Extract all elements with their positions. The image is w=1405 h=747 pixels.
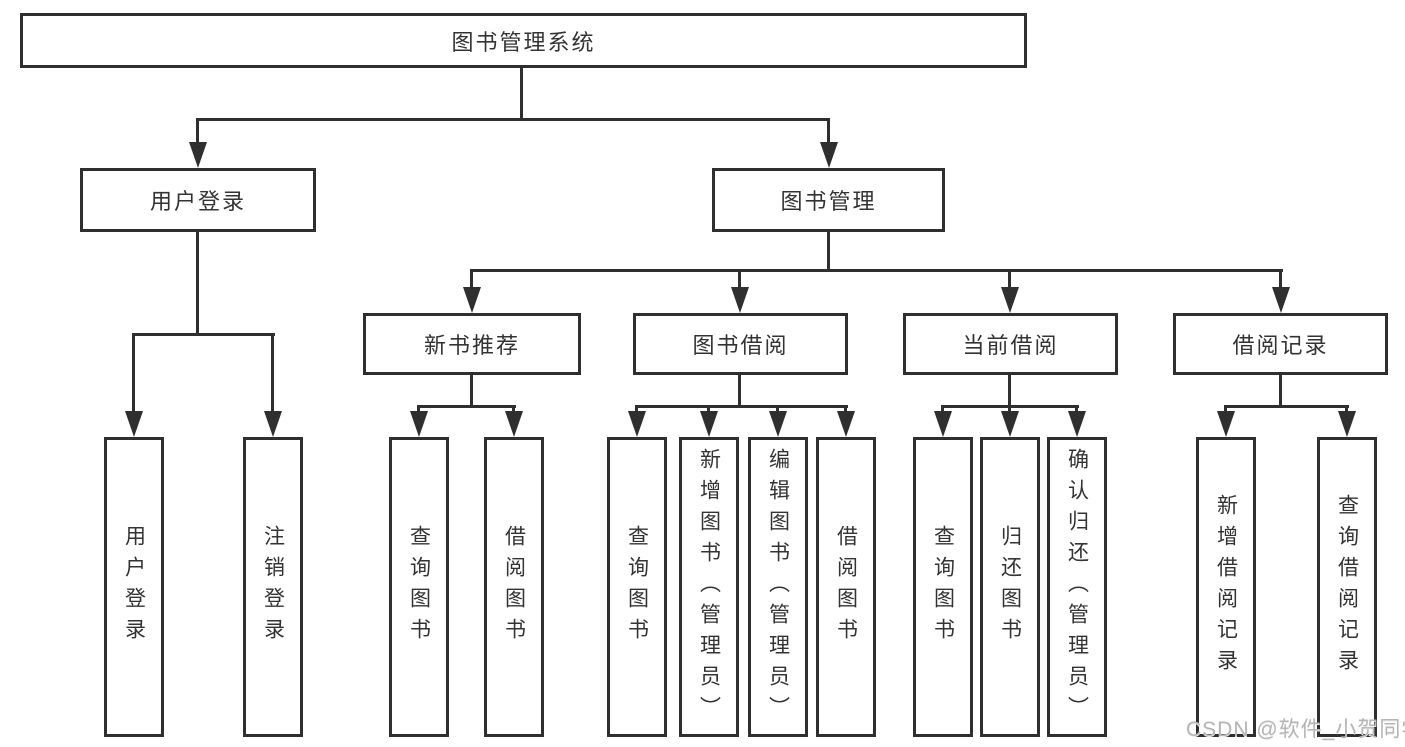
leaf-label: 注销登录 xyxy=(261,525,285,649)
arrowhead-icon xyxy=(410,411,428,437)
connector-line xyxy=(844,405,847,415)
arrowhead-icon xyxy=(934,411,952,437)
connector-line xyxy=(417,405,516,408)
leaf-label: 查询图书 xyxy=(931,525,955,649)
connector-line xyxy=(196,118,199,144)
watermark-text: CSDN @软件_小贺同学 xyxy=(1186,718,1405,741)
arrowhead-icon xyxy=(264,411,282,437)
connector-line xyxy=(635,405,638,415)
leaf-label: 借阅图书 xyxy=(502,525,526,649)
leaf-query-book: 查询图书 xyxy=(913,437,973,737)
leaf-add-book-admin: 新增图书（管理员） xyxy=(679,437,739,737)
leaf-query-book: 查询图书 xyxy=(607,437,667,737)
node-label: 当前借阅 xyxy=(962,333,1059,358)
leaf-user-login: 用户登录 xyxy=(104,437,164,737)
node-root-system: 图书管理系统 xyxy=(20,13,1027,68)
connector-line xyxy=(417,405,420,415)
arrowhead-icon xyxy=(1068,411,1086,437)
connector-line xyxy=(1224,405,1227,415)
connector-line xyxy=(941,405,944,415)
leaf-borrow-book: 借阅图书 xyxy=(816,437,876,737)
connector-line xyxy=(1224,405,1349,408)
leaf-label: 查询图书 xyxy=(407,525,431,649)
leaf-label: 查询图书 xyxy=(625,525,649,649)
connector-line xyxy=(520,68,523,120)
node-label: 借阅记录 xyxy=(1232,333,1329,358)
connector-line xyxy=(470,375,473,407)
leaf-borrow-book: 借阅图书 xyxy=(484,437,544,737)
node-label: 图书管理 xyxy=(780,189,877,214)
node-label: 用户登录 xyxy=(149,189,246,214)
connector-line xyxy=(132,333,135,413)
arrowhead-icon xyxy=(505,411,523,437)
arrowhead-icon xyxy=(1001,287,1019,313)
leaf-query-book: 查询图书 xyxy=(389,437,449,737)
leaf-label: 归还图书 xyxy=(998,525,1022,649)
leaf-add-borrow-record: 新增借阅记录 xyxy=(1196,437,1256,737)
leaf-label: 借阅图书 xyxy=(834,525,858,649)
arrowhead-icon xyxy=(463,287,481,313)
connector-line xyxy=(271,333,274,413)
connector-line xyxy=(776,405,779,415)
connector-line xyxy=(196,118,830,121)
leaf-confirm-return-admin: 确认归还（管理员） xyxy=(1047,437,1107,737)
node-label: 图书管理系统 xyxy=(451,29,596,55)
connector-line xyxy=(635,405,848,408)
leaf-query-borrow-record: 查询借阅记录 xyxy=(1317,437,1377,737)
connector-line xyxy=(1008,269,1011,289)
connector-line xyxy=(132,333,275,336)
connector-line xyxy=(1075,405,1078,415)
node-book-borrowing: 图书借阅 xyxy=(633,313,848,375)
connector-line xyxy=(470,269,1283,272)
connector-line xyxy=(1008,405,1011,415)
arrowhead-icon xyxy=(189,142,207,168)
leaf-return-book: 归还图书 xyxy=(980,437,1040,737)
node-label: 新书推荐 xyxy=(423,333,520,358)
connector-line xyxy=(1279,375,1282,407)
leaf-label: 查询借阅记录 xyxy=(1335,494,1359,680)
arrowhead-icon xyxy=(769,411,787,437)
arrowhead-icon xyxy=(837,411,855,437)
leaf-label: 编辑图书（管理员） xyxy=(766,447,790,727)
arrowhead-icon xyxy=(1272,287,1290,313)
arrowhead-icon xyxy=(1001,411,1019,437)
leaf-label: 用户登录 xyxy=(122,525,146,649)
arrowhead-icon xyxy=(125,411,143,437)
leaf-label: 新增借阅记录 xyxy=(1214,494,1238,680)
connector-line xyxy=(1345,405,1348,415)
connector-line xyxy=(470,269,473,289)
node-new-book-recommendation: 新书推荐 xyxy=(363,313,581,375)
connector-line xyxy=(196,232,199,335)
arrowhead-icon xyxy=(628,411,646,437)
connector-line xyxy=(827,118,830,144)
node-book-management: 图书管理 xyxy=(712,168,945,232)
arrowhead-icon xyxy=(820,142,838,168)
node-current-borrowing: 当前借阅 xyxy=(903,313,1118,375)
leaf-label: 新增图书（管理员） xyxy=(697,447,721,727)
node-user-login: 用户登录 xyxy=(80,168,316,232)
node-label: 图书借阅 xyxy=(692,333,789,358)
connector-line xyxy=(738,269,741,289)
connector-line xyxy=(827,232,830,272)
arrowhead-icon xyxy=(1338,411,1356,437)
connector-line xyxy=(707,405,710,415)
arrowhead-icon xyxy=(1217,411,1235,437)
leaf-label: 确认归还（管理员） xyxy=(1065,447,1089,727)
node-borrowing-records: 借阅记录 xyxy=(1173,313,1388,375)
arrowhead-icon xyxy=(700,411,718,437)
arrowhead-icon xyxy=(731,287,749,313)
connector-line xyxy=(1008,375,1011,407)
connector-line xyxy=(512,405,515,415)
leaf-logout: 注销登录 xyxy=(243,437,303,737)
connector-line xyxy=(1279,269,1282,289)
connector-line xyxy=(738,375,741,407)
leaf-edit-book-admin: 编辑图书（管理员） xyxy=(748,437,808,737)
